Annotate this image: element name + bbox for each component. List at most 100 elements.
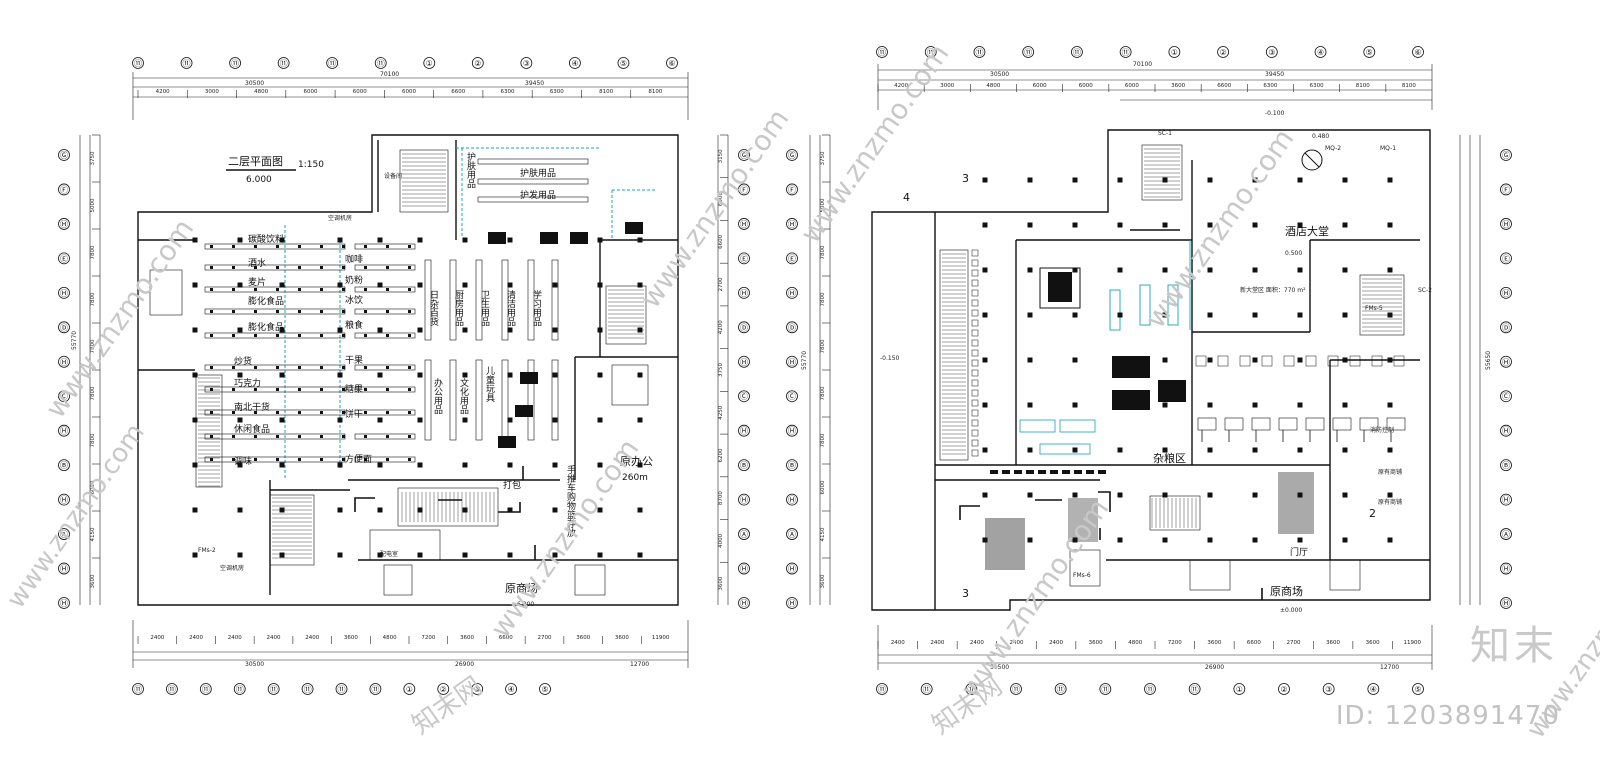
left-shelves (204, 158, 643, 463)
axis-bubble (58, 183, 70, 196)
shelf-marker (342, 310, 345, 313)
dim-value: 3750 (90, 151, 96, 165)
axis-label: ⑥ (668, 59, 675, 68)
column (192, 327, 198, 333)
shelf-marker (210, 334, 213, 337)
counter-cyan (1019, 419, 1056, 433)
axis-label: ③ (1268, 48, 1275, 57)
column (1252, 222, 1258, 228)
shelf-marker (210, 245, 213, 248)
shelf-marker (276, 411, 279, 414)
shelf-row (204, 409, 346, 416)
axis-label: Ⓒ (740, 392, 748, 401)
shelf-marker (232, 388, 235, 391)
column (1117, 312, 1123, 318)
axis-bubble (1500, 493, 1512, 506)
axis-label: ⑪ (927, 48, 935, 57)
label-cleaning: 清洁用品 (505, 289, 516, 327)
shelf-unit (971, 419, 979, 427)
right-bottom-total-b: 26900 (1205, 664, 1224, 671)
shelf-marker (276, 366, 279, 369)
axis-bubble (58, 424, 70, 437)
dim-value: 11900 (1403, 640, 1421, 646)
shelf-marker (232, 458, 235, 461)
shelf-marker (276, 388, 279, 391)
shelf-row (204, 386, 346, 393)
shelf-marker (320, 334, 323, 337)
axis-bubble (786, 493, 798, 506)
railing-block (990, 470, 998, 474)
axis-bubble (1233, 683, 1246, 695)
axis-label: ⑤ (1366, 48, 1373, 57)
axis-bubble (229, 57, 241, 69)
column (597, 282, 603, 288)
column (1072, 492, 1078, 498)
label-mq1: MQ-1 (1380, 145, 1396, 152)
dim-value: 2700 (1287, 640, 1301, 646)
dim-value: 5000 (90, 198, 96, 212)
axis-label: Ⓗ (788, 220, 796, 229)
axis-bubble (786, 218, 798, 230)
shelf-marker (232, 310, 235, 313)
shelf-column (501, 259, 509, 341)
column (1387, 267, 1393, 273)
column (982, 312, 988, 318)
column (1027, 177, 1033, 183)
label-fire-control: 消防控制 (1370, 426, 1394, 434)
right-bottom-total-c: 12700 (1380, 664, 1399, 671)
shelf-marker (298, 266, 301, 269)
axis-label: ⑪ (878, 48, 886, 57)
axis-label: Ⓐ (788, 530, 796, 539)
dim-value: 2400 (891, 640, 905, 646)
column (192, 552, 198, 558)
column (417, 237, 423, 243)
axis-bubble (58, 252, 70, 265)
column (1117, 447, 1123, 453)
shelf-marker (320, 366, 323, 369)
shelf-unit (971, 349, 979, 357)
axis-bubble (1188, 683, 1201, 695)
column (1072, 222, 1078, 228)
column (377, 507, 383, 513)
axis-bubble (1119, 46, 1132, 58)
axis-label: Ⓔ (1502, 254, 1510, 263)
column (982, 357, 988, 363)
axis-bubble (1500, 597, 1512, 609)
column (1027, 267, 1033, 273)
shelf-unit (971, 259, 979, 267)
right-rotary-line (1304, 152, 1320, 168)
label-shop-2: 原有商铺 (1378, 498, 1402, 506)
dim-value: 4150 (90, 527, 96, 541)
axis-bubble (786, 424, 798, 437)
column (637, 372, 643, 378)
axis-bubble (374, 57, 387, 69)
column (192, 417, 198, 423)
label-dried: 干果 (345, 355, 363, 366)
axis-label: Ⓖ (788, 151, 796, 160)
axis-bubble (58, 286, 70, 299)
shelf-marker (210, 288, 213, 291)
left-plan-title: 二层平面图 (228, 155, 283, 168)
axis-bubble (267, 683, 280, 695)
shelf-row (204, 332, 346, 339)
shelf-marker (386, 388, 389, 391)
shelf-marker (386, 288, 389, 291)
railing-block (1086, 470, 1094, 474)
axis-label: ⑥ (1414, 48, 1421, 57)
dim-value: 7800 (820, 245, 826, 259)
dim-value: 8100 (1402, 83, 1416, 89)
dim-value: 4800 (383, 635, 397, 641)
left-top-total-dim: 70100 (380, 71, 399, 78)
shelf-column (475, 359, 483, 441)
column (1297, 222, 1303, 228)
column (1387, 447, 1393, 453)
shelf-marker (342, 435, 345, 438)
column (237, 327, 243, 333)
column (1072, 402, 1078, 408)
axis-label: Ⓗ (740, 565, 748, 574)
axis-bubble (1500, 562, 1512, 575)
